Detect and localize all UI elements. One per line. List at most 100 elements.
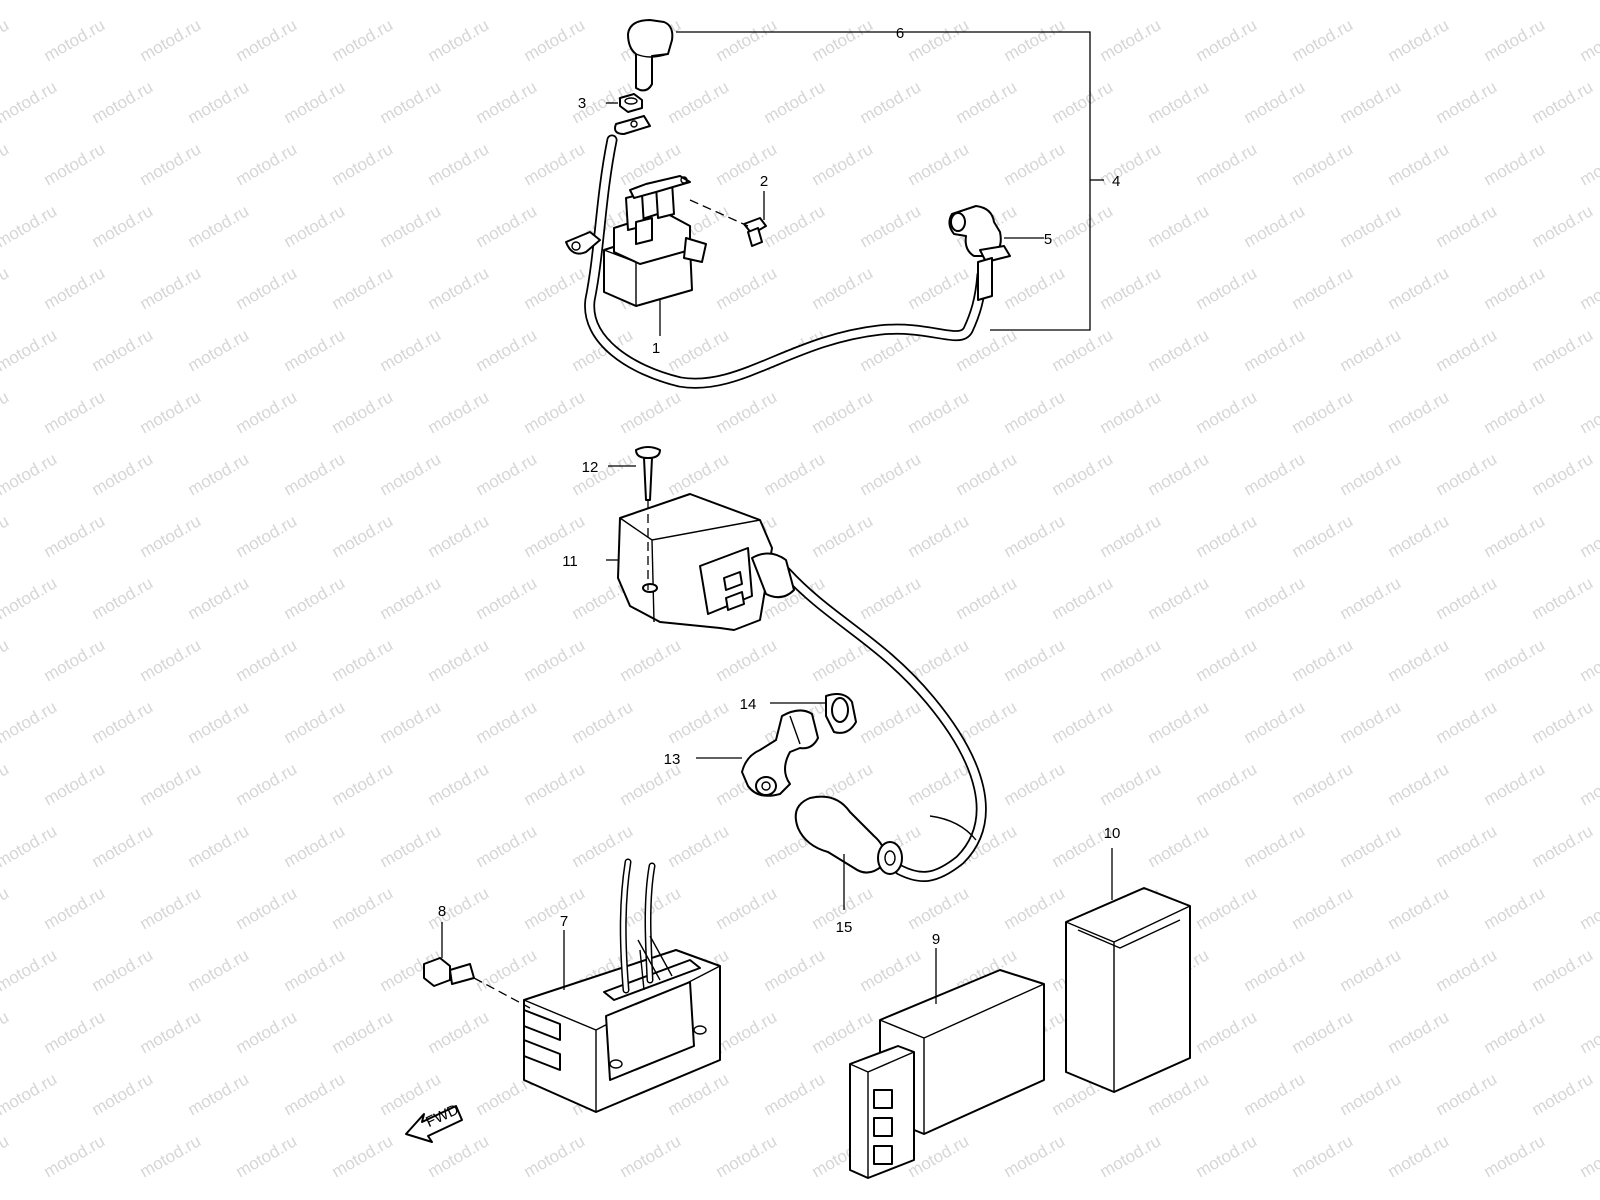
watermark-text: motod.ru <box>1193 1131 1261 1181</box>
watermark-text: motod.ru <box>89 697 157 747</box>
watermark-text: motod.ru <box>1097 511 1165 561</box>
watermark-text: motod.ru <box>1385 15 1453 65</box>
watermark-text: motod.ru <box>1289 15 1357 65</box>
callout-12: 12 <box>582 459 599 476</box>
watermark-text: motod.ru <box>1481 511 1549 561</box>
watermark-text: motod.ru <box>425 263 493 313</box>
watermark-text: motod.ru <box>1385 759 1453 809</box>
watermark-text: motod.ru <box>89 325 157 375</box>
watermark-text: motod.ru <box>857 201 925 251</box>
watermark-text: motod.ru <box>713 387 781 437</box>
watermark-text: motod.ru <box>0 449 60 499</box>
watermark-text: motod.ru <box>185 449 253 499</box>
watermark-text: motod.ru <box>1481 1131 1549 1181</box>
bolt-part-2 <box>689 199 767 247</box>
watermark-text: motod.ru <box>1193 15 1261 65</box>
watermark-text: motod.ru <box>281 77 349 127</box>
watermark-text: motod.ru <box>1337 0 1405 3</box>
watermark-text: motod.ru <box>41 759 109 809</box>
watermark-text: motod.ru <box>1433 201 1501 251</box>
watermark-text: motod.ru <box>905 263 973 313</box>
starter-relay-group <box>565 19 1104 389</box>
watermark-text: motod.ru <box>1145 449 1213 499</box>
watermark-text: motod.ru <box>233 263 301 313</box>
watermark-text: motod.ru <box>1337 201 1405 251</box>
watermark-text: motod.ru <box>1577 759 1600 809</box>
watermark-text: motod.ru <box>1241 945 1309 995</box>
watermark-text: motod.ru <box>185 201 253 251</box>
plug-boot-part-15 <box>794 795 903 875</box>
watermark-text: motod.ru <box>1289 1007 1357 1057</box>
watermark-text: motod.ru <box>137 139 205 189</box>
watermark-text: motod.ru <box>1145 0 1213 3</box>
watermark-text: motod.ru <box>41 15 109 65</box>
callout-3: 3 <box>578 95 586 112</box>
watermark-text: motod.ru <box>185 0 253 3</box>
watermark-text: motod.ru <box>1385 139 1453 189</box>
watermark-text: motod.ru <box>0 945 60 995</box>
watermark-text: motod.ru <box>1241 0 1309 3</box>
watermark-text: motod.ru <box>1145 325 1213 375</box>
watermark-text: motod.ru <box>41 263 109 313</box>
watermark-text: motod.ru <box>425 511 493 561</box>
watermark-text: motod.ru <box>137 387 205 437</box>
callout-11: 11 <box>562 553 578 570</box>
watermark-text: motod.ru <box>617 635 685 685</box>
watermark-text: motod.ru <box>1097 387 1165 437</box>
watermark-text: motod.ru <box>1385 511 1453 561</box>
watermark-text: motod.ru <box>1529 0 1597 3</box>
watermark-text: motod.ru <box>953 77 1021 127</box>
watermark-text: motod.ru <box>1433 0 1501 3</box>
watermark-text: motod.ru <box>1241 201 1309 251</box>
watermark-text: motod.ru <box>1145 697 1213 747</box>
watermark-text: motod.ru <box>1577 1007 1600 1057</box>
watermark-text: motod.ru <box>1241 77 1309 127</box>
watermark-text: motod.ru <box>89 0 157 3</box>
watermark-text: motod.ru <box>1577 883 1600 933</box>
watermark-text: motod.ru <box>89 449 157 499</box>
watermark-text: motod.ru <box>521 1131 589 1181</box>
watermark-text: motod.ru <box>1433 697 1501 747</box>
watermark-text: motod.ru <box>233 759 301 809</box>
watermark-text: motod.ru <box>41 883 109 933</box>
watermark-text: motod.ru <box>1529 821 1597 871</box>
watermark-text: motod.ru <box>713 263 781 313</box>
watermark-text: motod.ru <box>473 0 541 3</box>
watermark-text: motod.ru <box>1337 1069 1405 1119</box>
watermark-text: motod.ru <box>137 1131 205 1181</box>
watermark-text: motod.ru <box>0 821 60 871</box>
watermark-text: motod.ru <box>809 15 877 65</box>
watermark-text: motod.ru <box>761 201 829 251</box>
starter-relay <box>565 175 707 307</box>
watermark-text: motod.ru <box>377 821 445 871</box>
watermark-text: motod.ru <box>521 511 589 561</box>
watermark-text: motod.ru <box>0 77 60 127</box>
watermark-text: motod.ru <box>1049 573 1117 623</box>
watermark-text: motod.ru <box>521 635 589 685</box>
watermark-text: motod.ru <box>329 1007 397 1057</box>
watermark-text: motod.ru <box>569 0 637 3</box>
watermark-text: motod.ru <box>953 573 1021 623</box>
watermark-text: motod.ru <box>905 15 973 65</box>
watermark-text: motod.ru <box>1001 759 1069 809</box>
watermark-text: motod.ru <box>329 263 397 313</box>
watermark-text: motod.ru <box>473 697 541 747</box>
watermark-text: motod.ru <box>1433 325 1501 375</box>
watermark-text: motod.ru <box>185 821 253 871</box>
watermark-text: motod.ru <box>329 511 397 561</box>
watermark-text: motod.ru <box>521 759 589 809</box>
watermark-text: motod.ru <box>521 387 589 437</box>
callout-13: 13 <box>664 751 681 768</box>
watermark-text: motod.ru <box>1097 1131 1165 1181</box>
watermark-text: motod.ru <box>1337 449 1405 499</box>
terminal-cap-part-5 <box>948 205 1011 301</box>
callout-5: 5 <box>1044 231 1052 248</box>
watermark-text: motod.ru <box>1337 573 1405 623</box>
watermark-text: motod.ru <box>713 1007 781 1057</box>
watermark-text: motod.ru <box>1433 573 1501 623</box>
watermark-text: motod.ru <box>329 139 397 189</box>
watermark-text: motod.ru <box>425 1007 493 1057</box>
watermark-text: motod.ru <box>1289 511 1357 561</box>
watermark-text: motod.ru <box>473 77 541 127</box>
watermark-text: motod.ru <box>137 15 205 65</box>
